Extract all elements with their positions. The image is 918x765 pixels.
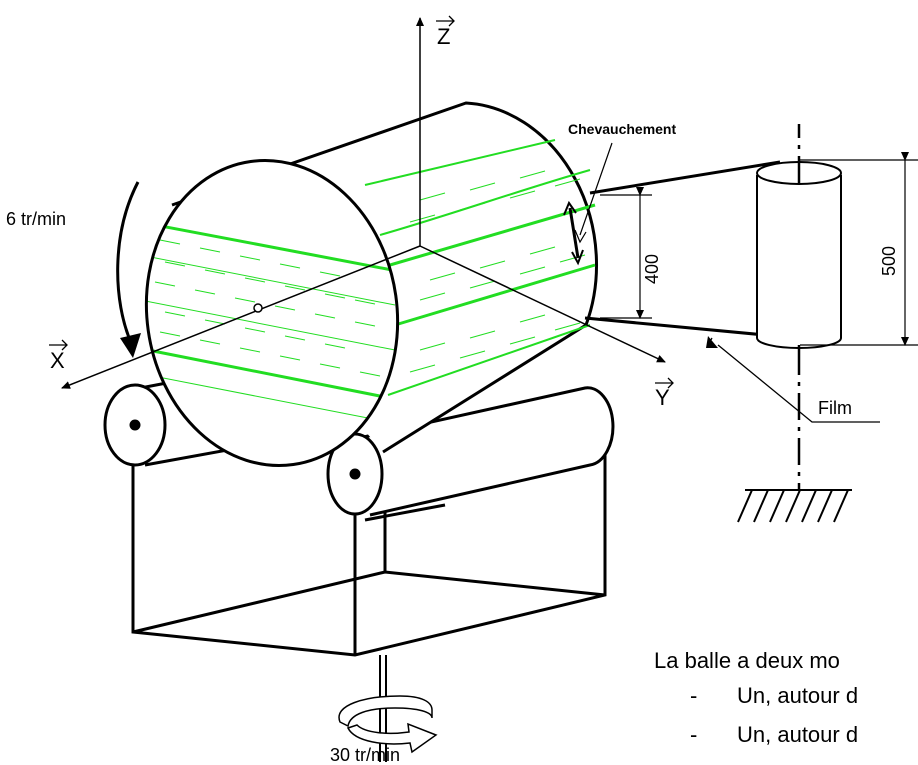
dimension-400 bbox=[600, 187, 652, 319]
vector-arrow-icon bbox=[49, 339, 68, 351]
bale-front-face bbox=[139, 158, 586, 468]
description-dash-2: - bbox=[690, 722, 698, 747]
film-path bbox=[584, 160, 781, 337]
bale-rotation-arrow bbox=[116, 181, 141, 358]
z-axis-label: Z bbox=[436, 15, 455, 49]
x-axis-text: X bbox=[50, 348, 65, 373]
description-item-2: Un, autour d bbox=[737, 722, 859, 747]
vector-arrow-icon bbox=[436, 15, 455, 27]
film-leader-arrowhead bbox=[706, 336, 718, 348]
origin-marker bbox=[253, 303, 263, 313]
dimension-400-label: 400 bbox=[642, 254, 662, 284]
film-label: Film bbox=[818, 398, 852, 418]
dimension-500 bbox=[800, 152, 918, 346]
x-axis-label: X bbox=[49, 339, 68, 373]
overlap-pointer bbox=[563, 142, 613, 266]
overlap-label: Chevauchement bbox=[568, 121, 676, 137]
description-dash-1: - bbox=[690, 683, 698, 708]
dimension-500-label: 500 bbox=[879, 246, 899, 276]
ground-icon bbox=[737, 489, 852, 523]
description-intro: La balle a deux mo bbox=[654, 648, 840, 673]
y-axis-label: Y bbox=[655, 377, 674, 410]
y-axis-text: Y bbox=[655, 385, 670, 410]
y-axis-line bbox=[419, 245, 666, 363]
film-leader bbox=[707, 337, 880, 423]
x-axis-line bbox=[61, 245, 421, 389]
vector-arrow-icon bbox=[655, 377, 674, 389]
description-item-1: Un, autour d bbox=[737, 683, 859, 708]
base-rotation-arrow bbox=[338, 695, 438, 754]
z-axis-text: Z bbox=[437, 24, 450, 49]
axes bbox=[61, 17, 666, 389]
film-roll bbox=[756, 161, 842, 349]
bale-speed-label: 6 tr/min bbox=[6, 209, 66, 229]
base-speed-label: 30 tr/min bbox=[330, 745, 400, 765]
